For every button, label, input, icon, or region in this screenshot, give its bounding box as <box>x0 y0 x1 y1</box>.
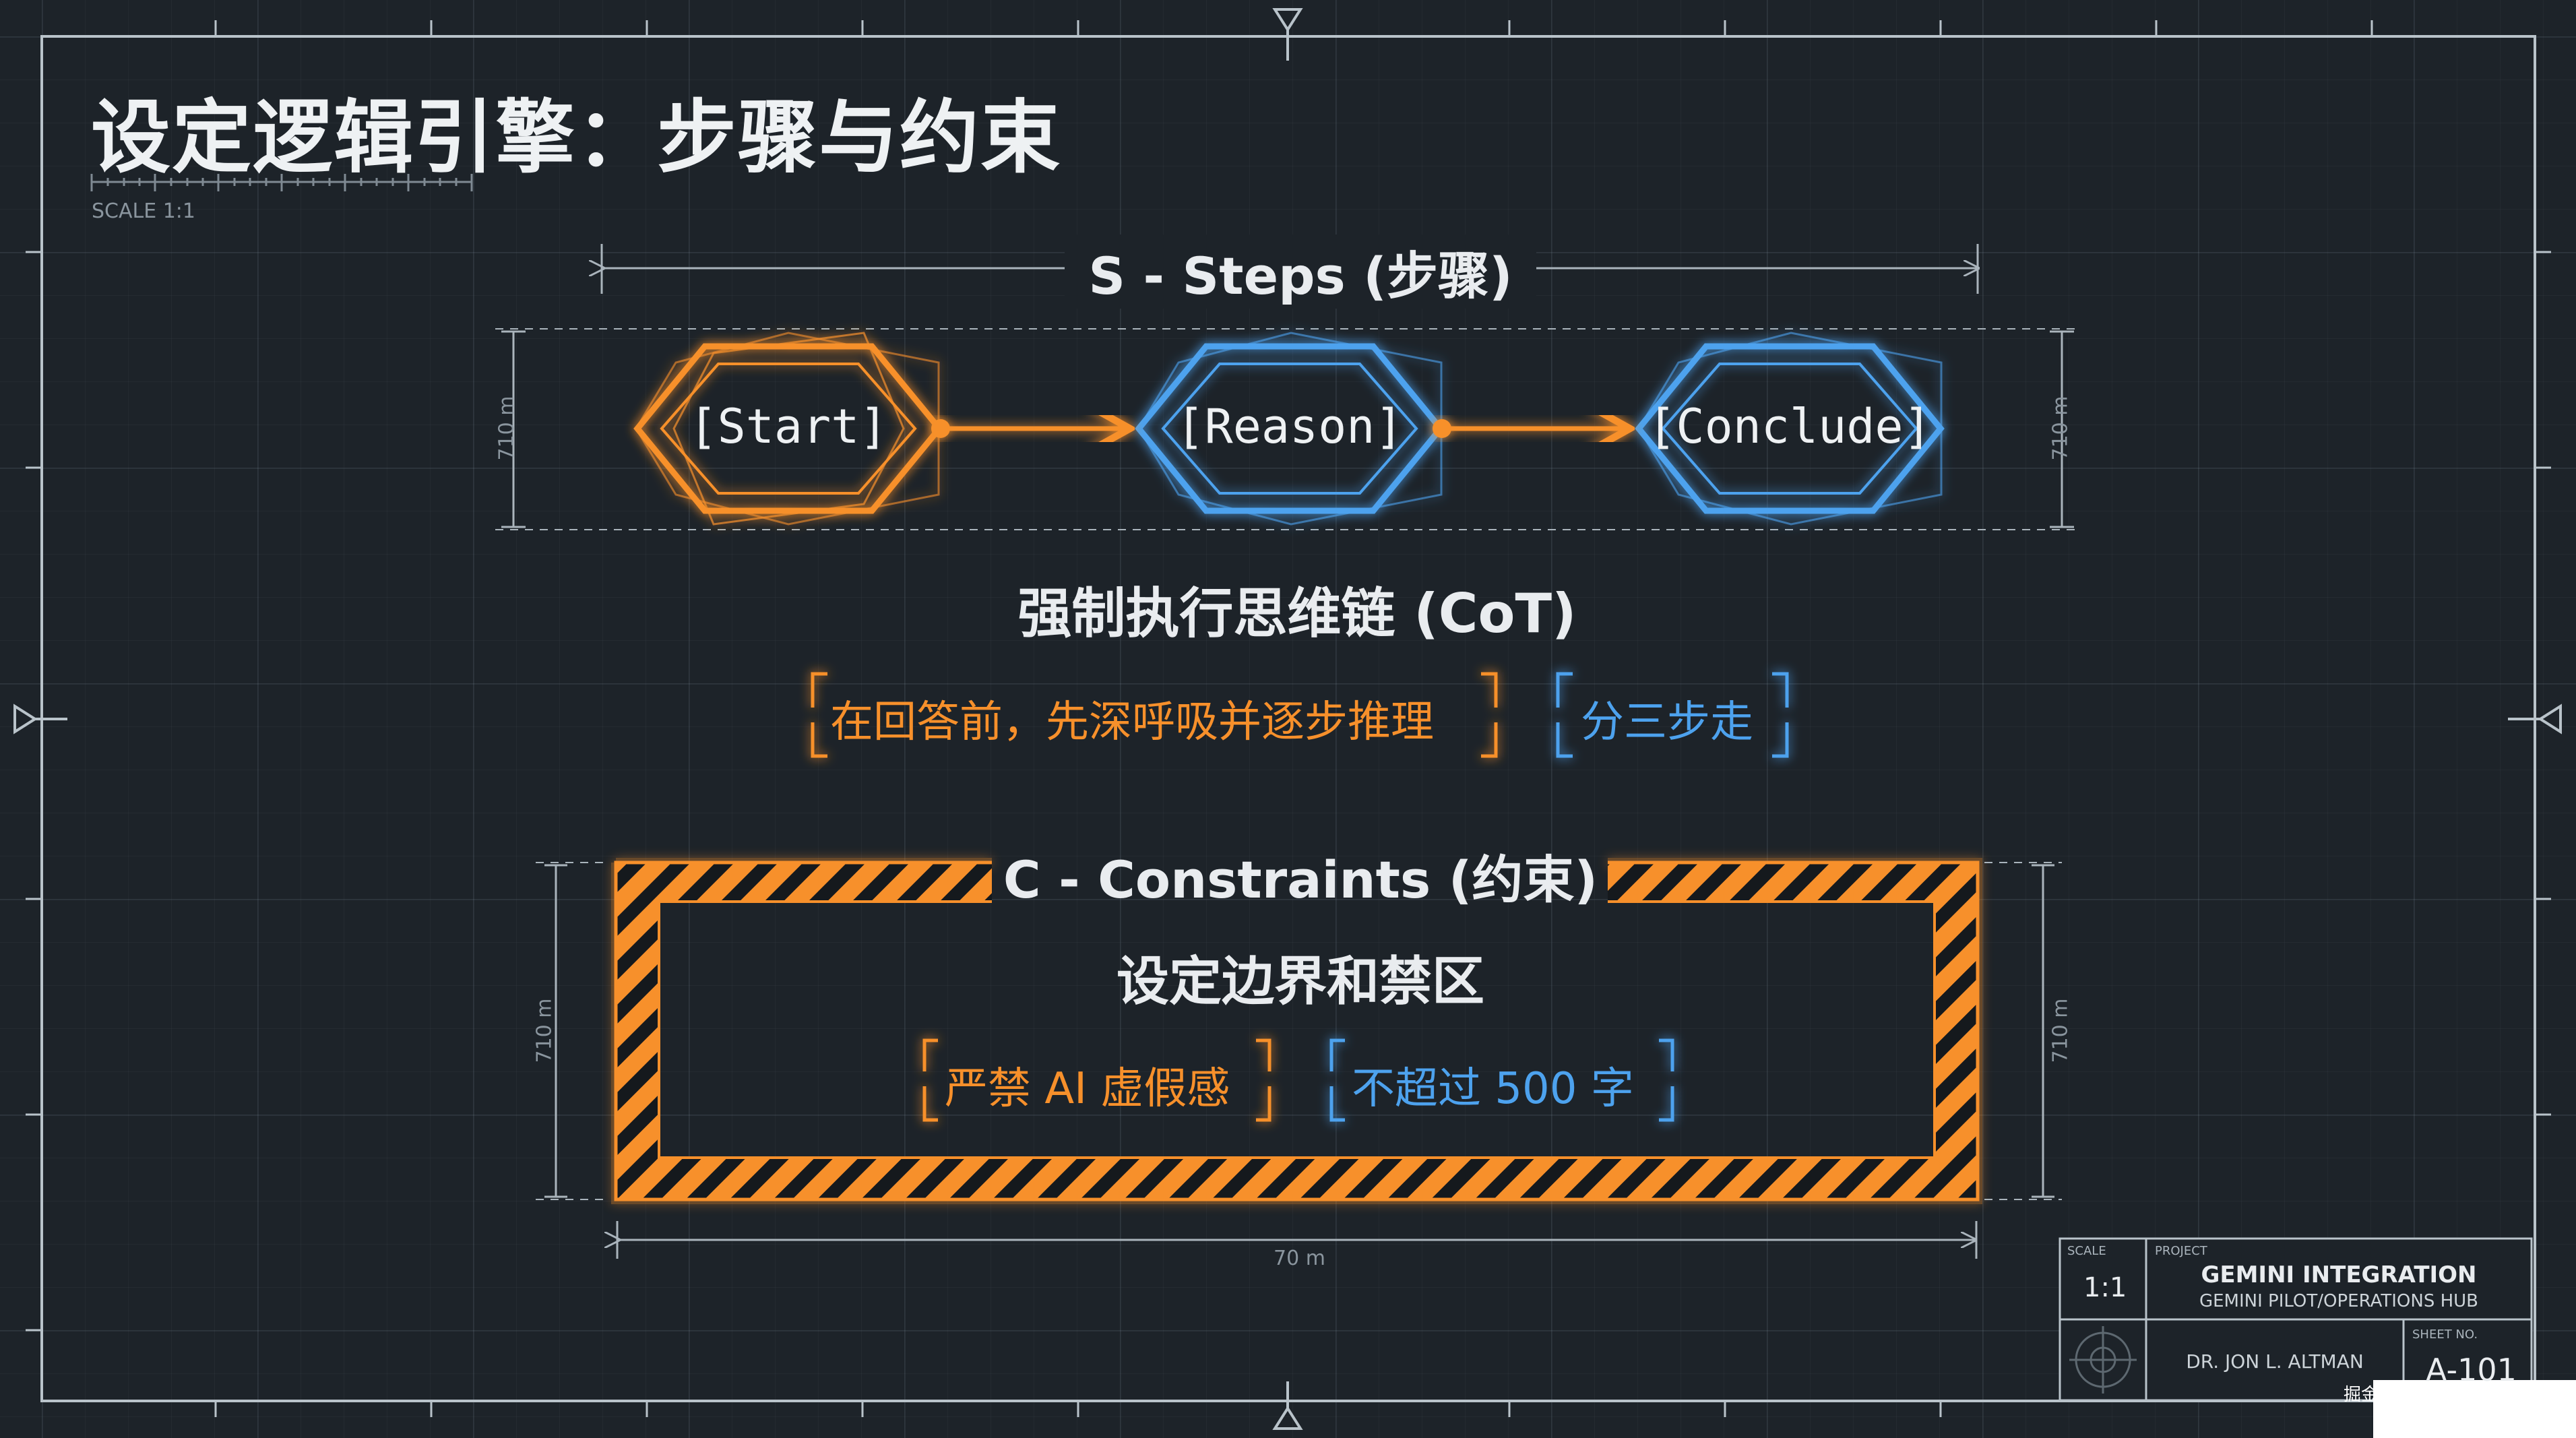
constraints-bottom-dimension-label: 70 m <box>1274 1247 1325 1270</box>
constraints-left-dimension-label: 710 m <box>532 998 557 1063</box>
steps-width-dimension <box>602 244 1978 294</box>
constraints-dimensions <box>536 862 2062 1259</box>
constraints-subtitle: 设定边界和禁区 <box>1116 951 1484 1012</box>
page-title: 设定逻辑引擎：步骤与约束 <box>91 91 1062 184</box>
title-block-scale-label: SCALE <box>2067 1244 2106 1258</box>
constraints-right-dimension-label: 710 m <box>2048 998 2073 1063</box>
constraints-hazard-box <box>611 858 1982 1204</box>
cot-quote-blue: 分三步走 <box>1581 697 1753 747</box>
title-block-project-subtitle: GEMINI PILOT/OPERATIONS HUB <box>2199 1291 2479 1311</box>
cot-title: 强制执行思维链 (CoT) <box>1017 582 1577 645</box>
cot-quote-blue-brackets <box>1556 672 1789 758</box>
constraint-item-orange: 严禁 AI 虚假感 <box>945 1064 1230 1114</box>
watermark-patch <box>2373 1380 2576 1438</box>
title-block-project-label: PROJECT <box>2155 1244 2207 1258</box>
title-block-author: DR. JON L. ALTMAN <box>2186 1350 2364 1373</box>
steps-title: S - Steps (步骤) <box>1065 235 1536 309</box>
title-block-sheet-value: A-101 <box>2426 1352 2517 1388</box>
title-block-sheet-label: SHEET NO. <box>2412 1327 2478 1342</box>
arrow-start-to-reason <box>931 419 1125 438</box>
conclude-node-label: [Conclude] <box>1647 399 1932 454</box>
steps-left-dimension-label: 710 m <box>495 396 519 461</box>
title-block-project-name: GEMINI INTEGRATION <box>2201 1261 2477 1288</box>
arrow-reason-to-conclude <box>1433 419 1625 438</box>
constraint-item-orange-brackets <box>922 1038 1271 1122</box>
constraints-title: C - Constraints (约束) <box>1003 850 1598 910</box>
cot-quote-orange-brackets <box>811 672 1498 758</box>
cot-quote-orange: 在回答前，先深呼吸并逐步推理 <box>830 697 1434 747</box>
scale-ruler <box>90 174 473 191</box>
title-block <box>2059 1237 2533 1402</box>
conclude-node <box>1635 332 1945 526</box>
scale-label: SCALE 1:1 <box>92 199 195 223</box>
steps-height-dimension <box>495 328 2079 530</box>
constraint-item-blue: 不超过 500 字 <box>1352 1064 1634 1114</box>
start-node-label: [Start] <box>689 399 888 454</box>
title-block-scale-value: 1:1 <box>2083 1272 2127 1303</box>
constraint-item-blue-brackets <box>1329 1038 1674 1122</box>
watermark-text: 掘金技术社区 @ up_dong <box>2344 1385 2552 1405</box>
reason-node-label: [Reason] <box>1176 399 1404 454</box>
steps-right-dimension-label: 710 m <box>2048 396 2073 461</box>
drawing-frame <box>13 8 2562 1430</box>
